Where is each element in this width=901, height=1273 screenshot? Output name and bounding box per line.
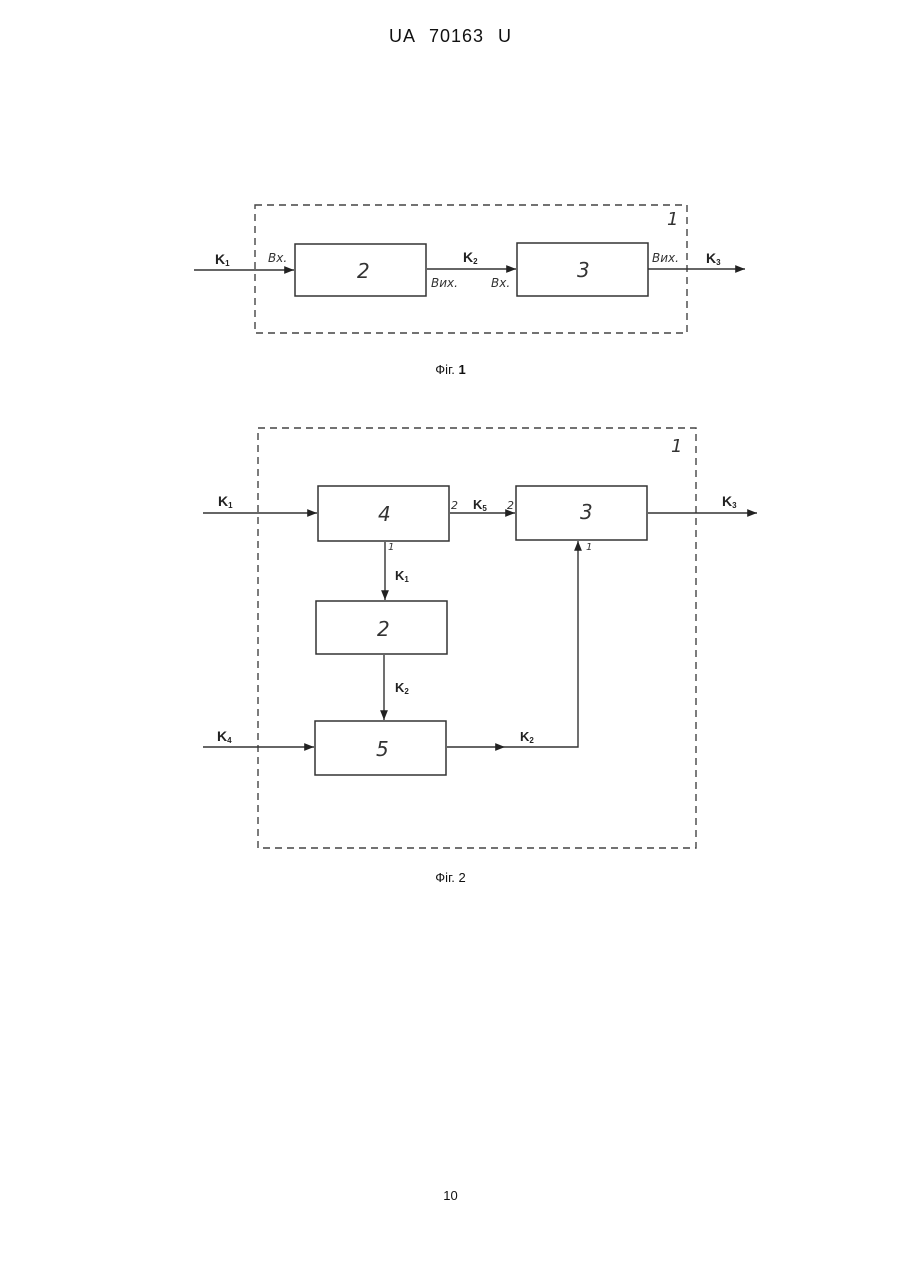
fig1-frame-label: 1 — [667, 209, 678, 230]
fig1-block-3-label: 3 — [577, 258, 590, 282]
fig2-signal-k2-right: K2 — [520, 729, 534, 745]
fig2-block-2-label: 2 — [377, 617, 390, 641]
fig2-block-4-label: 4 — [378, 502, 391, 526]
fig1-signal-k3: K3 — [706, 250, 721, 267]
fig2-block-5-label: 5 — [376, 737, 389, 761]
fig1-caption: Фіг. 1 — [0, 362, 901, 377]
fig2-signal-k1-in: K1 — [218, 493, 233, 510]
fig1-input-port-label: Вх. — [268, 251, 287, 265]
fig2-signal-k5: K5 — [473, 497, 487, 513]
fig2-signal-k4: K4 — [217, 728, 232, 745]
fig2-signal-k1-down: K1 — [395, 568, 409, 584]
fig1-block3-output-label: Вих. — [652, 251, 679, 265]
fig1-signal-k1: K1 — [215, 251, 230, 268]
figure-2: 1 4 3 2 5 K1 K5 K3 K1 K2 K4 K2 2 2 1 1 — [203, 428, 757, 848]
fig2-block-3-label: 3 — [580, 500, 593, 524]
fig2-caption: Фіг. 2 — [0, 870, 901, 885]
page-number: 10 — [0, 1188, 901, 1203]
fig2-block4-port-2: 2 — [451, 499, 458, 512]
fig2-signal-k3: K3 — [722, 493, 737, 510]
fig1-block3-input-label: Вх. — [491, 276, 510, 290]
fig2-block3-port-2: 2 — [507, 499, 514, 512]
fig1-signal-k2: K2 — [463, 249, 478, 266]
figure-1: 1 2 3 K1 K2 K3 Вх. Вих. Вх. Вих. — [194, 205, 745, 333]
fig2-signal-k2-down: K2 — [395, 680, 409, 696]
fig2-block4-port-1: 1 — [388, 542, 394, 553]
fig2-frame-label: 1 — [671, 436, 682, 457]
fig2-block3-port-1: 1 — [586, 542, 592, 553]
fig1-block2-output-label: Вих. — [431, 276, 458, 290]
fig1-block-2-label: 2 — [357, 259, 370, 283]
fig2-k2-feedback-line — [505, 541, 578, 747]
fig2-enclosure-frame — [258, 428, 696, 848]
